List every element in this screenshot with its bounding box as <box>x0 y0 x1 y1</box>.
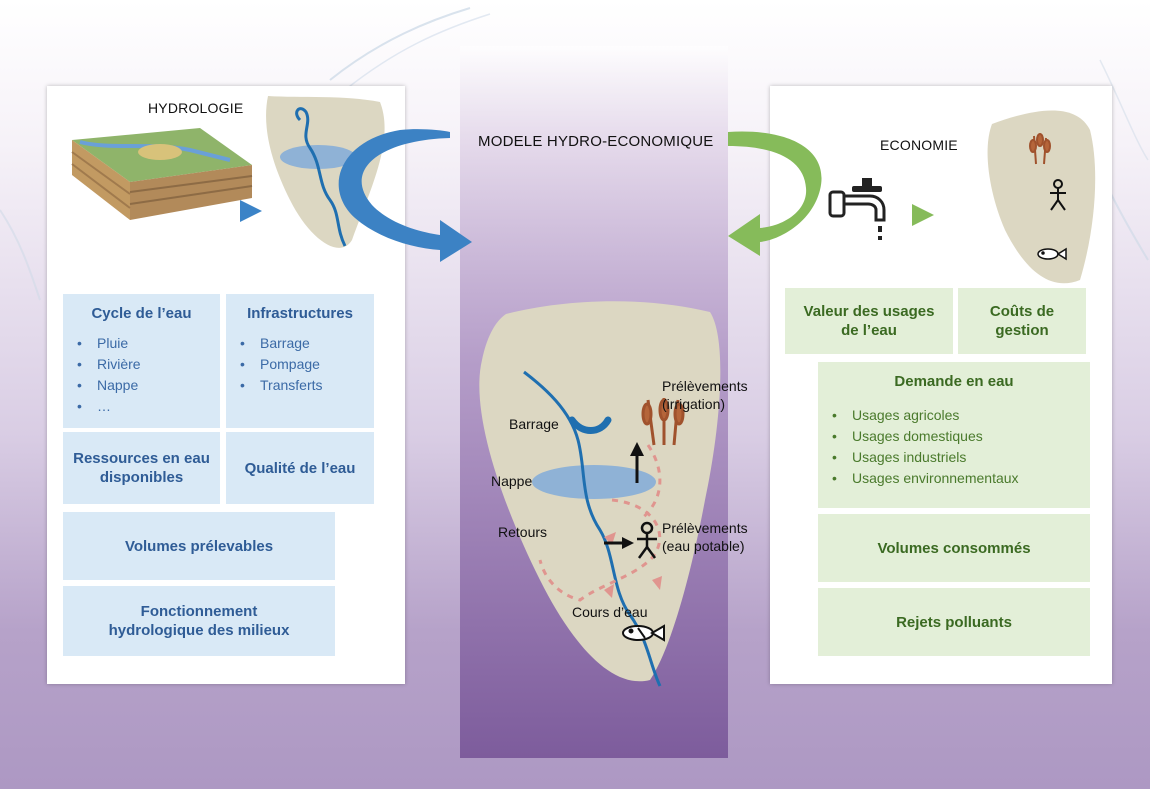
withdrawable-volumes-box: Volumes prélevables <box>63 512 335 580</box>
model-title: MODELE HYDRO-ECONOMIQUE <box>478 133 714 150</box>
pollutant-discharges-box: Rejets polluants <box>818 588 1090 656</box>
economy-title: ECONOMIE <box>880 137 958 153</box>
quality-box: Qualité de l’eau <box>226 432 374 504</box>
cycle-title: Cycle de l’eau <box>91 305 192 322</box>
list-item: Nappe <box>75 375 141 396</box>
list-item: Pluie <box>75 333 141 354</box>
list-item: Usages agricoles <box>830 405 1019 426</box>
list-item: Transferts <box>238 375 323 396</box>
label-barrage: Barrage <box>509 416 559 432</box>
water-demand-box: Demande en eau Usages agricoles Usages d… <box>818 362 1090 508</box>
label-nappe: Nappe <box>491 473 533 489</box>
infrastructure-box: Infrastructures Barrage Pompage Transfer… <box>226 294 374 428</box>
hydrological-functioning-box: Fonctionnement hydrologique des milieux <box>63 586 335 656</box>
hydrology-title: HYDROLOGIE <box>148 100 244 116</box>
water-use-value-box: Valeur des usages de l’eau <box>785 288 953 354</box>
label-prelevements-eau: Prélèvements <box>662 520 748 536</box>
label-cours-eau: Cours d’eau <box>572 604 648 620</box>
infrastructure-title: Infrastructures <box>247 305 353 322</box>
management-costs-box: Coûts de gestion <box>958 288 1086 354</box>
consumed-volumes-box: Volumes consommés <box>818 514 1090 582</box>
list-item: … <box>75 396 141 417</box>
resources-box: Ressources en eau disponibles <box>63 432 220 504</box>
list-item: Barrage <box>238 333 323 354</box>
list-item: Pompage <box>238 354 323 375</box>
list-item: Usages environnementaux <box>830 468 1019 489</box>
list-item: Usages domestiques <box>830 426 1019 447</box>
label-eau-potable: (eau potable) <box>662 538 745 554</box>
list-item: Usages industriels <box>830 447 1019 468</box>
list-item: Rivière <box>75 354 141 375</box>
water-demand-title: Demande en eau <box>894 373 1014 390</box>
label-prelevements-irrigation: Prélèvements <box>662 378 748 394</box>
label-retours: Retours <box>498 524 548 540</box>
cycle-box: Cycle de l’eau Pluie Rivière Nappe … <box>63 294 220 428</box>
label-irrigation: (irrigation) <box>662 396 726 412</box>
